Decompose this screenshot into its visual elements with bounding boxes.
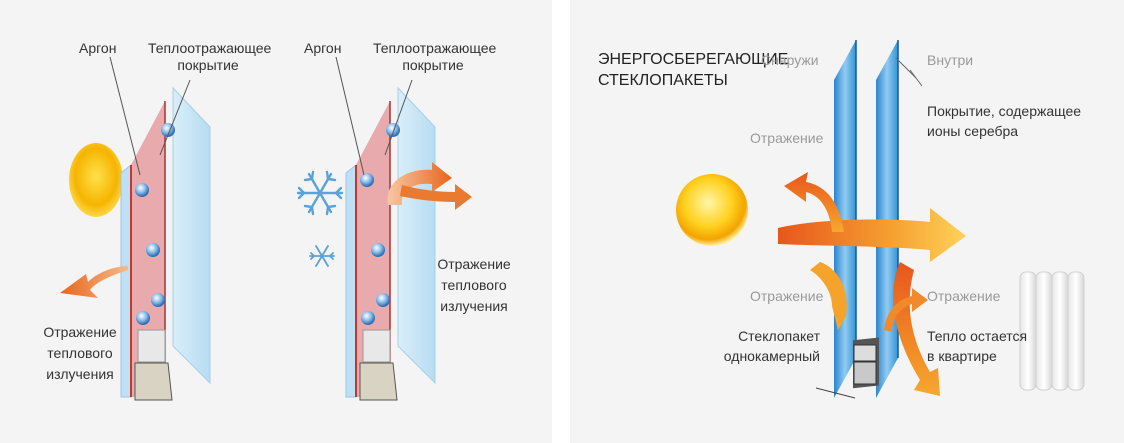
unit-type-label: Стеклопакет однокамерный	[710, 326, 820, 366]
snowflake-icon	[296, 170, 344, 267]
title-line1: ЭНЕРГОСБЕРЕГАЮЩИЕ	[598, 51, 789, 68]
reflection-curl-bottom-left	[810, 262, 847, 330]
heat-flow-arrow	[778, 208, 966, 262]
coating-label: Теплоотражающее покрытие	[148, 40, 272, 74]
reflection-label-bottom-left: Отражение	[750, 288, 824, 304]
argon-label: Аргон	[79, 40, 117, 56]
radiator-icon	[1019, 271, 1085, 391]
reflection-label-line3: излучения	[46, 366, 114, 382]
reflection-curl-bottom-right	[893, 262, 940, 396]
outside-label: Снаружи	[761, 52, 819, 68]
reflection-label: Отражение теплового излучения	[40, 322, 120, 385]
reflection-label-line1: Отражение	[43, 324, 117, 340]
coating-label-line2: покрытие	[402, 57, 464, 73]
reflection-arrow-curved	[387, 162, 472, 210]
left-diagram-graphics	[60, 56, 472, 401]
reflection-label-top: Отражение	[750, 130, 824, 146]
silver-coating-line1: Покрытие, содержащее	[927, 103, 1082, 119]
glass-unit-left	[120, 86, 211, 401]
coating-label-line1: Теплоотражающее	[373, 40, 497, 56]
sun-icon	[676, 174, 748, 246]
heat-stays-line1: Тепло остается	[927, 328, 1028, 344]
reflection-curl-top	[784, 172, 844, 232]
reflection-label: Отражение теплового излучения	[434, 254, 514, 317]
reflection-label-bottom-right: Отражение	[927, 288, 1001, 304]
heat-stays-label: Тепло остается в квартире	[927, 326, 1027, 366]
inside-label: Внутри	[927, 52, 974, 68]
silver-coating-line2: ионы серебра	[927, 123, 1019, 139]
coating-label: Теплоотражающее покрытие	[373, 40, 497, 74]
double-glazing-unit	[834, 40, 899, 398]
argon-label: Аргон	[304, 40, 342, 56]
right-diagram-graphics	[676, 40, 1085, 399]
reflection-label-line2: теплового	[47, 345, 113, 361]
reflection-label-line3: излучения	[440, 298, 508, 314]
sun-icon	[69, 143, 123, 217]
unit-type-line1: Стеклопакет	[738, 328, 820, 344]
coating-label-line2: покрытие	[177, 57, 239, 73]
title-line2: СТЕКЛОПАКЕТЫ	[598, 72, 728, 89]
reflection-arrow-left	[60, 266, 128, 298]
unit-type-line2: однокамерный	[723, 348, 820, 364]
glass-unit-right	[345, 86, 436, 401]
left-diagram-panel: Аргон Теплоотражающее покрытие Отражение…	[0, 0, 552, 443]
reflection-label-line1: Отражение	[437, 256, 511, 272]
right-diagram-panel: ЭНЕРГОСБЕРЕГАЮЩИЕ СТЕКЛОПАКЕТЫ Снаружи В…	[570, 0, 1124, 443]
coating-label-line1: Теплоотражающее	[148, 40, 272, 56]
silver-coating-label: Покрытие, содержащее ионы серебра	[927, 101, 1081, 141]
reflection-label-line2: теплового	[441, 277, 507, 293]
heat-stays-line2: в квартире	[927, 348, 997, 364]
